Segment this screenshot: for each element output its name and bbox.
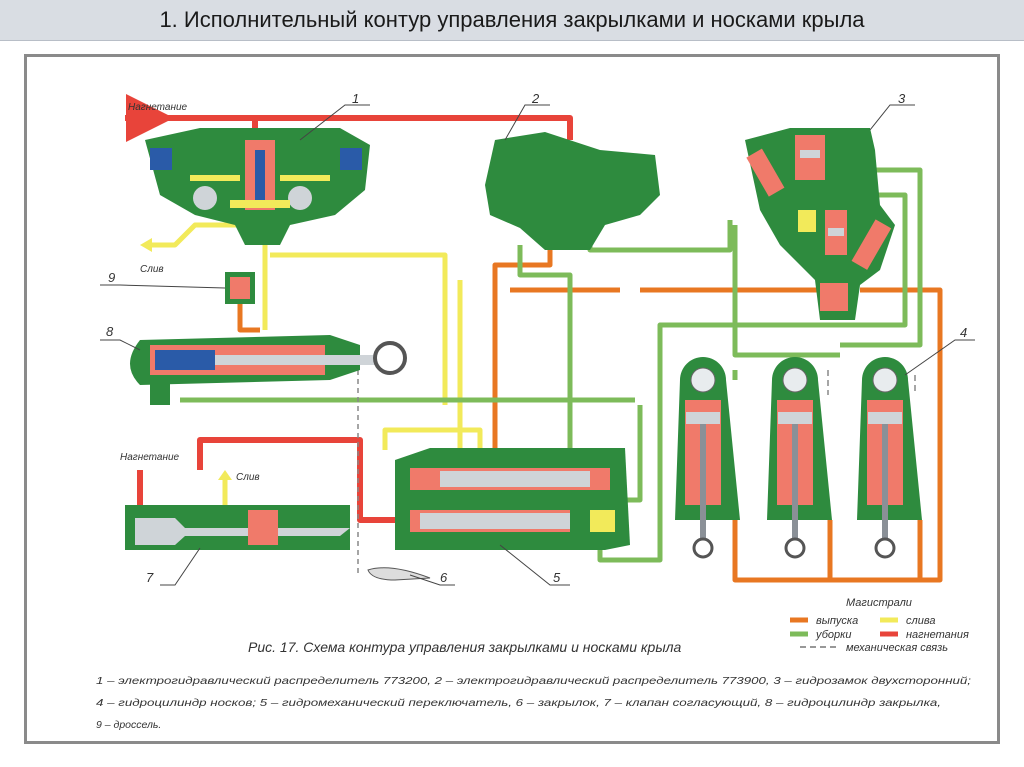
num-2: 2: [531, 91, 540, 106]
drain-lines: [150, 212, 790, 505]
nose-cylinders-4: [675, 357, 922, 559]
throttle-9: [225, 272, 255, 304]
note-line-2: 4 – гидроцилиндр носков; 5 – гидромехани…: [96, 697, 941, 709]
nose-cylinder-middle: [767, 357, 832, 559]
legend-label-retract: уборки: [815, 629, 851, 641]
num-3: 3: [898, 91, 906, 106]
flow-labels: Нагнетание Слив Нагнетание Слив: [120, 102, 260, 483]
component-numbers: 1 2 3 4 5 6 7 8 9: [106, 91, 967, 585]
num-4: 4: [960, 325, 967, 340]
legend: Магистрали выпуска слива уборки нагнетан…: [790, 597, 969, 654]
distributor-1: [145, 128, 370, 245]
label-pressure-bottom: Нагнетание: [120, 452, 180, 463]
num-7: 7: [146, 570, 154, 585]
pressure-lines: [130, 115, 573, 523]
nose-cylinder-right: [857, 357, 922, 559]
num-5: 5: [553, 570, 561, 585]
hydraulic-lock-3: [745, 128, 895, 320]
legend-label-mech: механическая связь: [846, 642, 948, 654]
retract-lines: [180, 167, 923, 563]
legend-label-drain: слива: [906, 615, 935, 627]
flap-cylinder-8: [130, 335, 407, 405]
valve-7: [125, 505, 350, 550]
num-9: 9: [108, 270, 115, 285]
page-title: 1. Исполнительный контур управления закр…: [159, 7, 865, 32]
distributor-2: [485, 132, 660, 250]
legend-label-pressure: нагнетания: [906, 629, 969, 641]
label-drain-bottom: Слив: [236, 472, 260, 483]
note-line-1: 1 – электрогидравлический распределитель…: [96, 675, 971, 687]
figure-caption: Рис. 17. Схема контура управления закрыл…: [248, 639, 682, 655]
num-8: 8: [106, 324, 114, 339]
label-pressure-top: Нагнетание: [128, 102, 188, 113]
legend-label-extend: выпуска: [816, 615, 858, 627]
extend-lines: [237, 245, 943, 583]
switch-5: [395, 448, 630, 550]
legend-title: Магистрали: [846, 597, 912, 609]
nose-cylinder-left: [675, 357, 740, 559]
num-1: 1: [352, 91, 359, 106]
note-line-3: 9 – дроссель.: [96, 719, 161, 731]
num-6: 6: [440, 570, 448, 585]
title-bar: 1. Исполнительный контур управления закр…: [0, 0, 1024, 41]
label-drain-top: Слив: [140, 264, 164, 275]
